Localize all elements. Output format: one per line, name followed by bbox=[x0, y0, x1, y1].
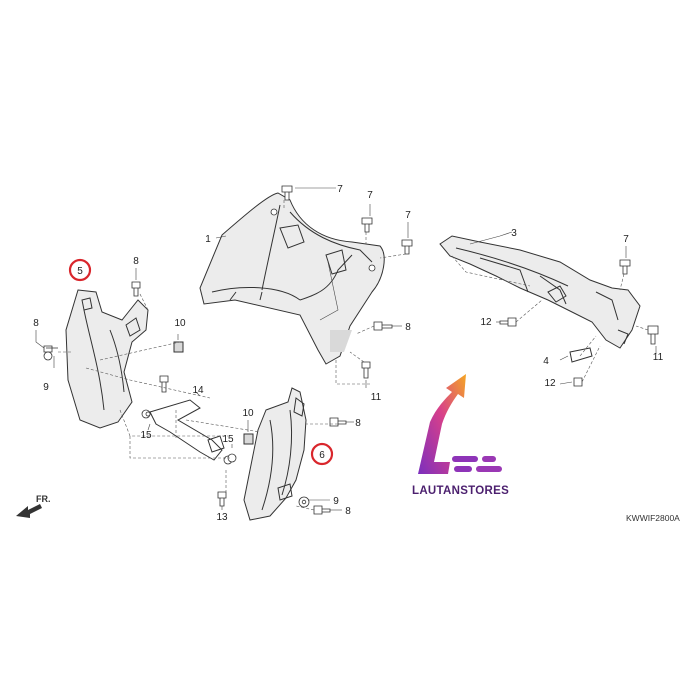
highlight-circle-part-6 bbox=[310, 442, 334, 466]
callout-6: 6 bbox=[319, 450, 325, 461]
logo-arrow-icon bbox=[418, 374, 466, 474]
logo-speed-line-icon bbox=[454, 466, 472, 472]
callout-1: 1 bbox=[205, 234, 211, 245]
callout-3: 3 bbox=[511, 228, 517, 239]
assembly-lines bbox=[58, 200, 649, 511]
callout-9: 9 bbox=[43, 382, 49, 393]
part-3-right-cover bbox=[439, 235, 641, 349]
logo-speed-line-icon bbox=[476, 466, 502, 472]
front-label: FR. bbox=[36, 494, 51, 504]
callout-10: 10 bbox=[174, 318, 186, 329]
callout-8: 8 bbox=[345, 506, 351, 517]
callout-4: 4 bbox=[543, 356, 549, 367]
watermark-logo: LAUTANSTORES bbox=[412, 374, 509, 497]
logo-speed-line-icon bbox=[452, 456, 478, 462]
callout-labels: 1 3 4 5 6 7 7 7 7 8 8 8 8 8 9 9 10 10 11… bbox=[33, 184, 663, 523]
part-6-right-cover bbox=[243, 387, 307, 521]
callout-8: 8 bbox=[133, 256, 139, 267]
callout-13: 13 bbox=[216, 512, 228, 523]
part-4-clip bbox=[569, 347, 593, 363]
callout-7: 7 bbox=[367, 190, 373, 201]
part-5-left-cover bbox=[65, 289, 149, 429]
front-direction-indicator: FR. bbox=[16, 494, 51, 518]
callout-8: 8 bbox=[33, 318, 39, 329]
callout-7: 7 bbox=[405, 210, 411, 221]
callout-15: 15 bbox=[222, 434, 234, 445]
part-1-inner-cover bbox=[199, 192, 385, 365]
callout-10: 10 bbox=[242, 408, 254, 419]
callout-11: 11 bbox=[653, 352, 664, 363]
part-10-clip-left bbox=[174, 342, 183, 352]
callout-8: 8 bbox=[355, 418, 361, 429]
part-14-bracket bbox=[141, 399, 233, 465]
callout-5: 5 bbox=[77, 266, 83, 277]
callout-8: 8 bbox=[405, 322, 411, 333]
brand-name: LAUTANSTORES bbox=[412, 485, 509, 497]
callout-7: 7 bbox=[623, 234, 629, 245]
fasteners bbox=[43, 185, 659, 515]
callout-14: 14 bbox=[192, 385, 204, 396]
callout-9: 9 bbox=[333, 496, 339, 507]
callout-15: 15 bbox=[140, 430, 152, 441]
front-arrow-icon bbox=[16, 504, 42, 518]
part-10-clip-right bbox=[244, 434, 253, 444]
callout-12: 12 bbox=[480, 317, 492, 328]
diagram-code: KWWIF2800A bbox=[626, 513, 680, 523]
callout-12: 12 bbox=[544, 378, 556, 389]
callout-11: 11 bbox=[371, 392, 382, 403]
highlight-circle-part-5 bbox=[68, 258, 92, 282]
leader-lines bbox=[35, 187, 657, 511]
callout-7: 7 bbox=[337, 184, 343, 195]
logo-speed-line-icon bbox=[482, 456, 496, 462]
